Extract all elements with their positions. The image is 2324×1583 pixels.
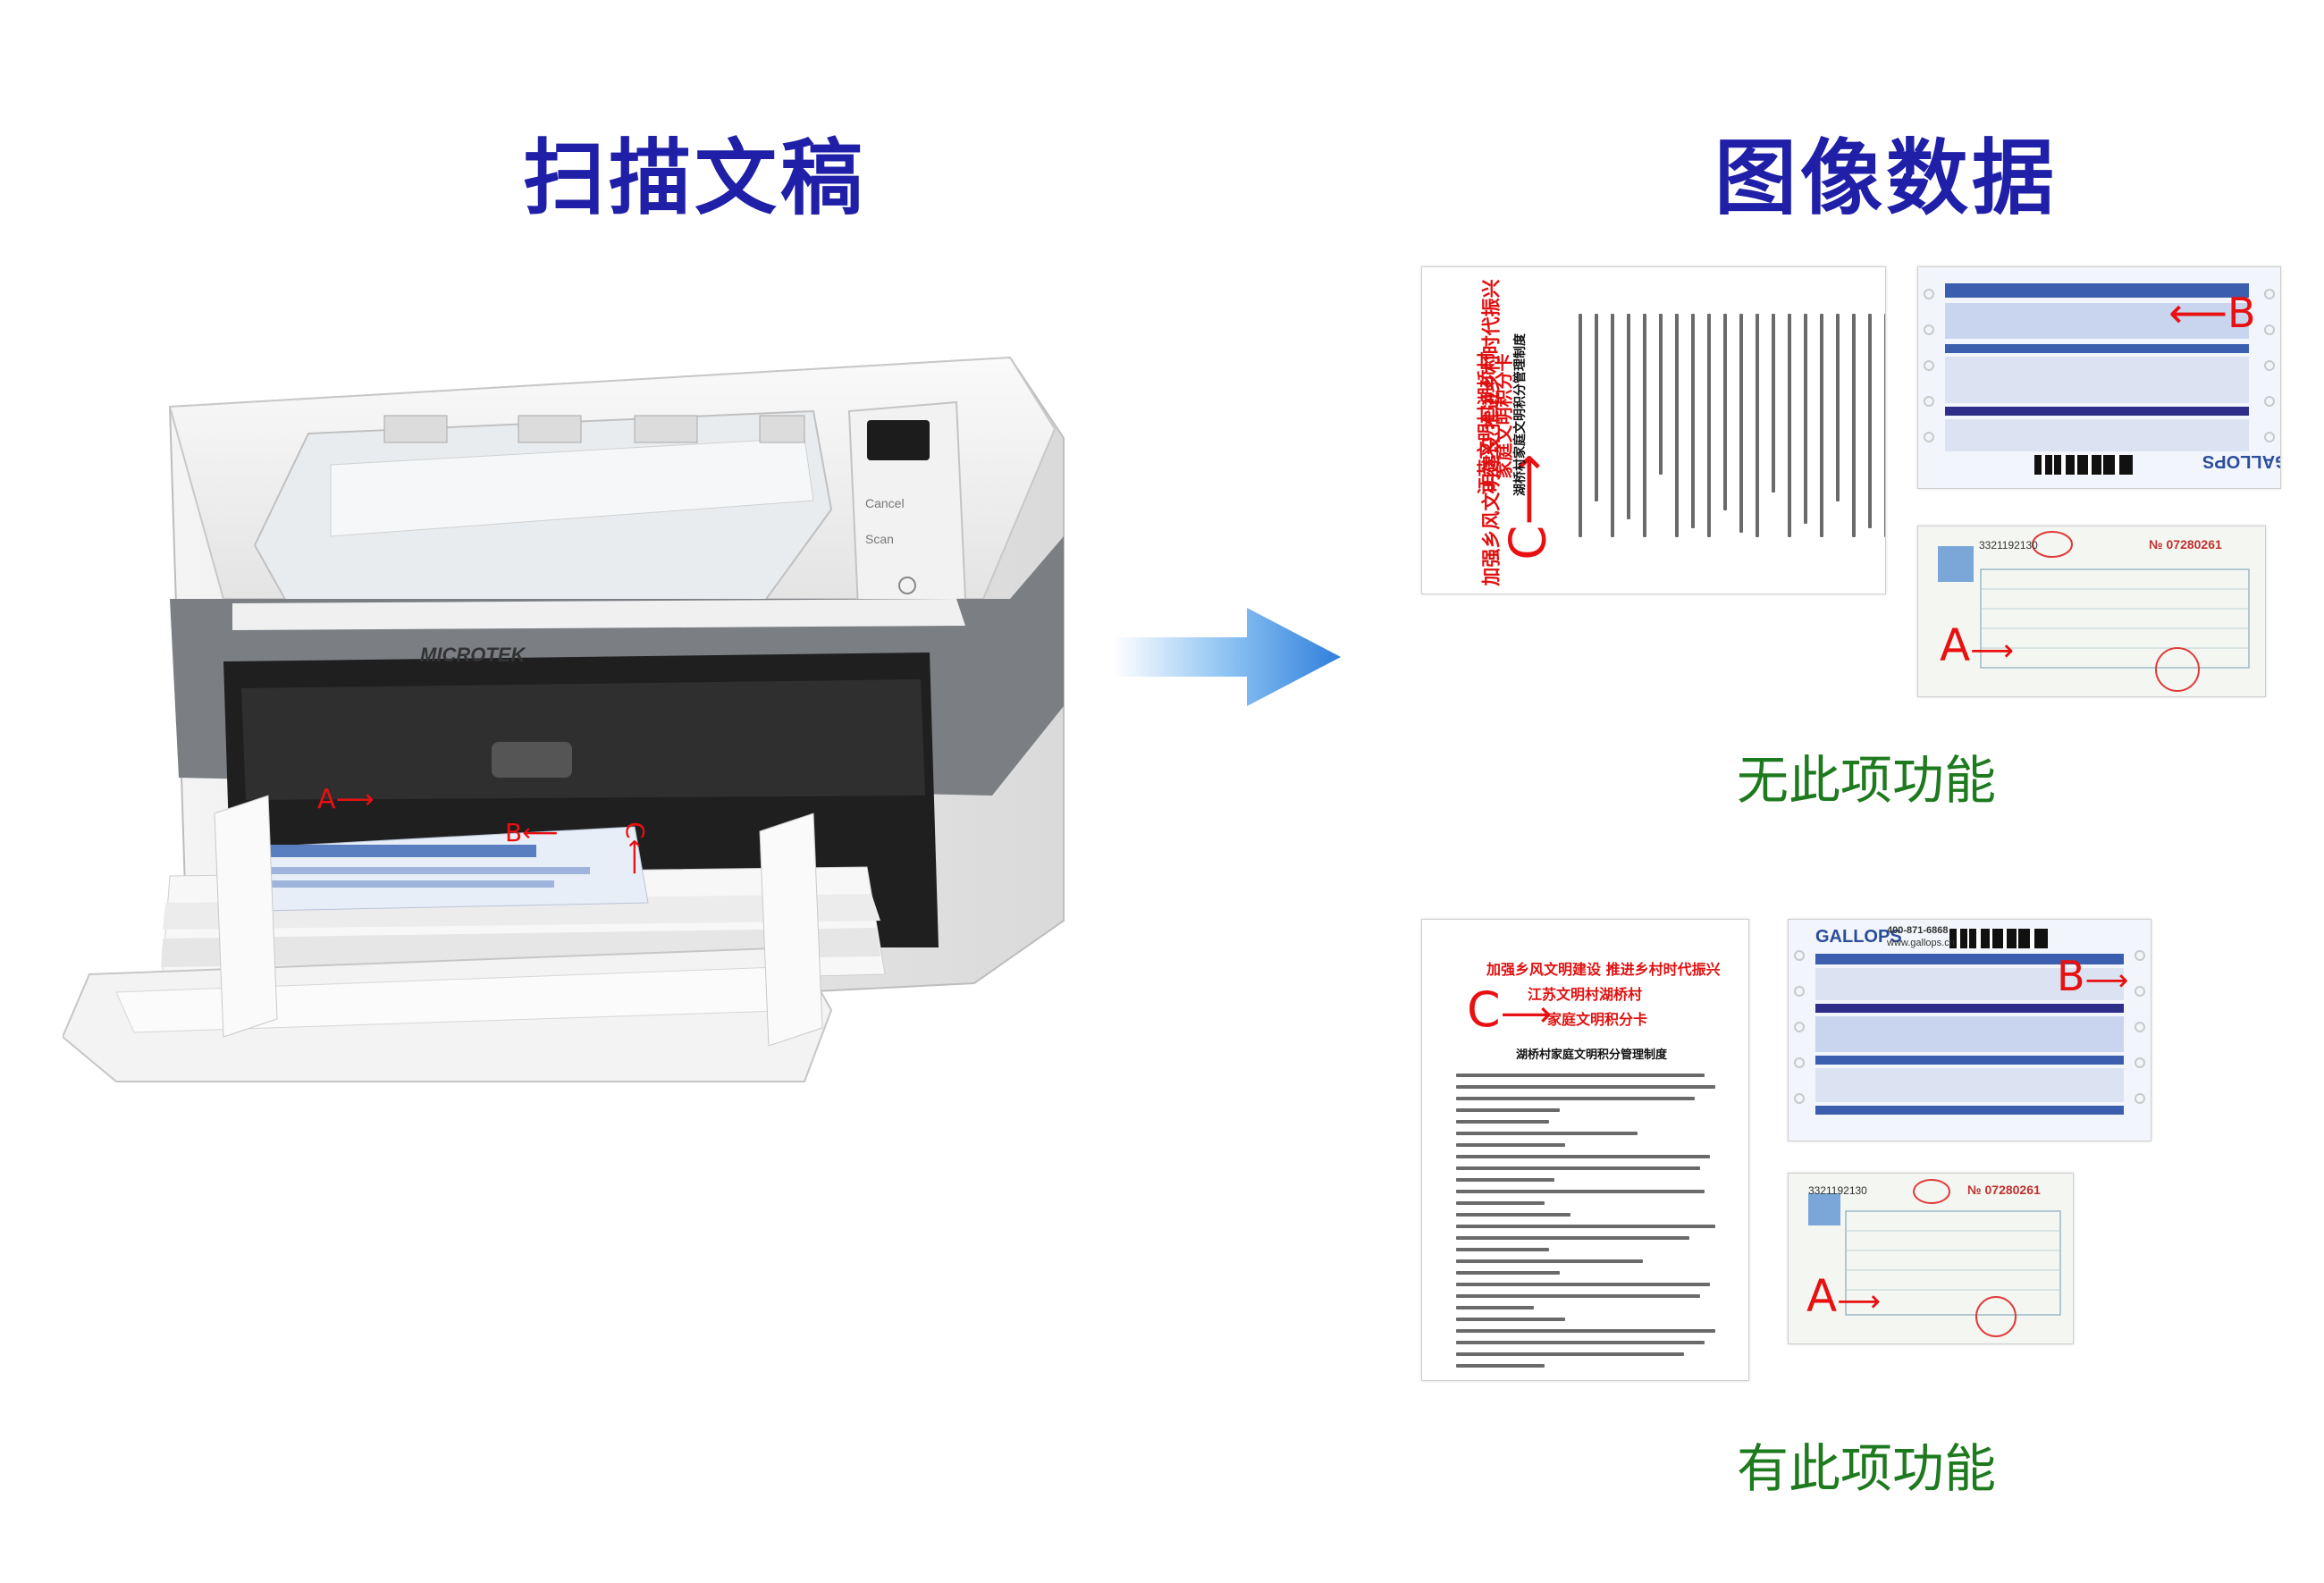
receipt-a-rotated: 3321192130 № 07280261 A⟶ bbox=[1917, 526, 2266, 697]
doc-c-corrected: 加强乡风文明建设 推进乡村时代振兴 江苏文明村湖桥村 C⟶ 家庭文明积分卡 湖桥… bbox=[1421, 919, 1749, 1381]
scanner-illustration: MICROTEK Cancel Scan A⟶ B⟵ C⟵ bbox=[61, 331, 1073, 1099]
doc-c-corrected-line3: 家庭文明积分卡 bbox=[1547, 1011, 1648, 1028]
invoice-b-corrected: GALLOPS 400-871-6868 www.gallops.cn B⟶ bbox=[1788, 919, 2151, 1141]
invoice-b-rotated-marker: ⟵B bbox=[2168, 289, 2256, 337]
scanner-marker-c: C⟵ bbox=[619, 821, 650, 875]
doc-c-corrected-title: 湖桥村家庭文明积分管理制度 bbox=[1516, 1048, 1668, 1062]
heading-scan-documents: 扫描文稿 bbox=[523, 131, 867, 226]
receipt-a-corrected-marker: A⟶ bbox=[1806, 1270, 1881, 1322]
doc-c-corrected-body bbox=[1456, 1074, 1715, 1376]
receipt-a-rotated-code: 3321192130 bbox=[1979, 539, 2038, 552]
receipt-a-corrected-code: 3321192130 bbox=[1808, 1184, 1867, 1197]
scanner-drawing bbox=[61, 356, 1065, 1082]
invoice-b-rotated-brand: GALLOPS bbox=[2202, 451, 2281, 471]
doc-c-rotated-body bbox=[1579, 314, 1885, 546]
invoice-b-corrected-phone: 400-871-6868 bbox=[1887, 925, 1949, 936]
receipt-a-rotated-marker: A⟶ bbox=[1940, 619, 2014, 671]
scanner-brand-label: MICROTEK bbox=[420, 644, 526, 666]
doc-c-corrected-marker: C⟶ bbox=[1467, 981, 1553, 1038]
receipt-a-corrected-number: № 07280261 bbox=[1967, 1183, 2041, 1197]
caption-with-function: 有此项功能 bbox=[1737, 1438, 1997, 1499]
doc-c-corrected-line1: 加强乡风文明建设 推进乡村时代振兴 bbox=[1486, 961, 1721, 978]
scanner-scan-button[interactable]: Scan bbox=[865, 532, 894, 546]
scanner-marker-a: A⟶ bbox=[317, 784, 375, 815]
heading-image-data: 图像数据 bbox=[1714, 131, 2059, 226]
caption-without-function: 无此项功能 bbox=[1737, 750, 1997, 811]
receipt-a-corrected: 3321192130 № 07280261 A⟶ bbox=[1788, 1173, 2074, 1344]
invoice-b-rotated: GALLOPS ⟵B bbox=[1917, 266, 2281, 489]
invoice-b-corrected-site: www.gallops.cn bbox=[1887, 938, 1955, 948]
scanner-marker-b: B⟵ bbox=[505, 818, 559, 847]
receipt-a-rotated-number: № 07280261 bbox=[2149, 537, 2222, 552]
scanner-cancel-button[interactable]: Cancel bbox=[865, 496, 905, 510]
doc-c-rotated: 加强乡风文明建设 推进乡村时代振兴 江苏文明村湖桥村 家庭文明积分卡 C⟶ 湖桥… bbox=[1421, 266, 1886, 594]
invoice-b-corrected-marker: B⟶ bbox=[2057, 952, 2129, 1000]
invoice-b-corrected-brand: GALLOPS bbox=[1815, 927, 1902, 947]
process-arrow-icon bbox=[1113, 603, 1345, 711]
doc-c-corrected-line2: 江苏文明村湖桥村 bbox=[1528, 986, 1643, 1003]
doc-c-rotated-title: 湖桥村家庭文明积分管理制度 bbox=[1513, 333, 1528, 496]
